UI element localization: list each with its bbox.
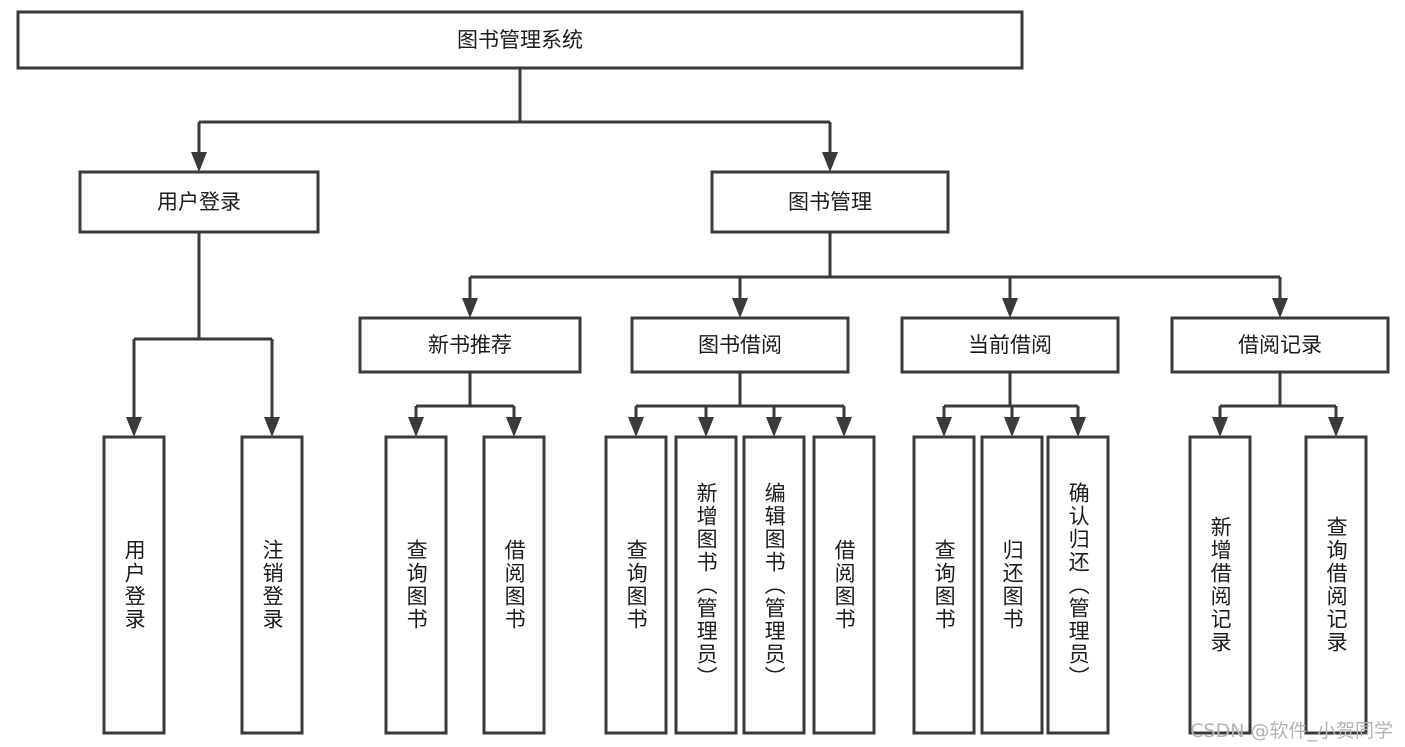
node-label-borrow-record: 借阅记录 bbox=[1238, 333, 1322, 357]
arrow-head-icon-leaf-user-login bbox=[126, 417, 142, 437]
node-box-leaf-query-record[interactable] bbox=[1304, 435, 1368, 735]
node-label-book-borrow: 图书借阅 bbox=[698, 333, 782, 357]
node-label-current-borrow: 当前借阅 bbox=[968, 333, 1052, 357]
arrow-head-icon-leaf-query-book-borrow bbox=[628, 417, 644, 437]
arrow-head-icon-leaf-confirm-return bbox=[1070, 417, 1086, 437]
node-box-user-login[interactable] bbox=[78, 170, 320, 234]
node-box-leaf-confirm-return[interactable] bbox=[1046, 435, 1110, 735]
node-box-leaf-user-login[interactable] bbox=[102, 435, 166, 735]
node-box-root[interactable] bbox=[16, 10, 1024, 70]
node-box-leaf-query-book-cur[interactable] bbox=[912, 435, 976, 735]
arrow-head-icon-leaf-edit-book bbox=[766, 417, 782, 437]
node-label-new-book-rec: 新书推荐 bbox=[428, 333, 512, 357]
node-box-leaf-query-book-borrow[interactable] bbox=[604, 435, 668, 735]
boxes-layer bbox=[16, 10, 1390, 735]
arrow-head-icon-leaf-user-logout bbox=[264, 417, 280, 437]
arrow-head-icon-current-borrow bbox=[1002, 298, 1018, 318]
node-box-book-manage[interactable] bbox=[710, 170, 950, 234]
node-box-leaf-return-book[interactable] bbox=[980, 435, 1044, 735]
node-box-borrow-record[interactable] bbox=[1170, 316, 1390, 374]
node-box-leaf-borrow-book-rec[interactable] bbox=[482, 435, 546, 735]
node-box-leaf-edit-book[interactable] bbox=[742, 435, 806, 735]
arrow-head-icon-leaf-add-book bbox=[698, 417, 714, 437]
arrow-head-icon-leaf-query-book-cur bbox=[936, 417, 952, 437]
arrow-head-icon-new-book-rec bbox=[462, 298, 478, 318]
arrow-head-icon-leaf-add-record bbox=[1212, 417, 1228, 437]
arrow-head-icon-borrow-record bbox=[1272, 298, 1288, 318]
arrow-head-icon-leaf-borrow-book-rec bbox=[506, 417, 522, 437]
arrow-head-icon-leaf-return-book bbox=[1004, 417, 1020, 437]
node-box-leaf-borrow-book[interactable] bbox=[812, 435, 876, 735]
arrow-head-icon-leaf-query-record bbox=[1328, 417, 1344, 437]
node-box-leaf-add-record[interactable] bbox=[1188, 435, 1252, 735]
arrow-head-icon-user-login bbox=[191, 152, 207, 172]
node-box-leaf-query-book-rec[interactable] bbox=[384, 435, 448, 735]
arrow-head-icon-leaf-query-book-rec bbox=[408, 417, 424, 437]
node-box-leaf-user-logout[interactable] bbox=[240, 435, 304, 735]
node-box-book-borrow[interactable] bbox=[630, 316, 850, 374]
node-label-user-login: 用户登录 bbox=[157, 190, 241, 214]
node-label-root: 图书管理系统 bbox=[457, 28, 583, 52]
node-box-current-borrow[interactable] bbox=[900, 316, 1120, 374]
arrow-head-icon-book-manage bbox=[822, 152, 838, 172]
arrow-head-icon-leaf-borrow-book bbox=[836, 417, 852, 437]
node-box-leaf-add-book[interactable] bbox=[674, 435, 738, 735]
node-box-new-book-rec[interactable] bbox=[358, 316, 582, 374]
edges-layer bbox=[126, 68, 1344, 437]
arrow-head-icon-book-borrow bbox=[732, 298, 748, 318]
node-label-book-manage: 图书管理 bbox=[788, 190, 872, 214]
